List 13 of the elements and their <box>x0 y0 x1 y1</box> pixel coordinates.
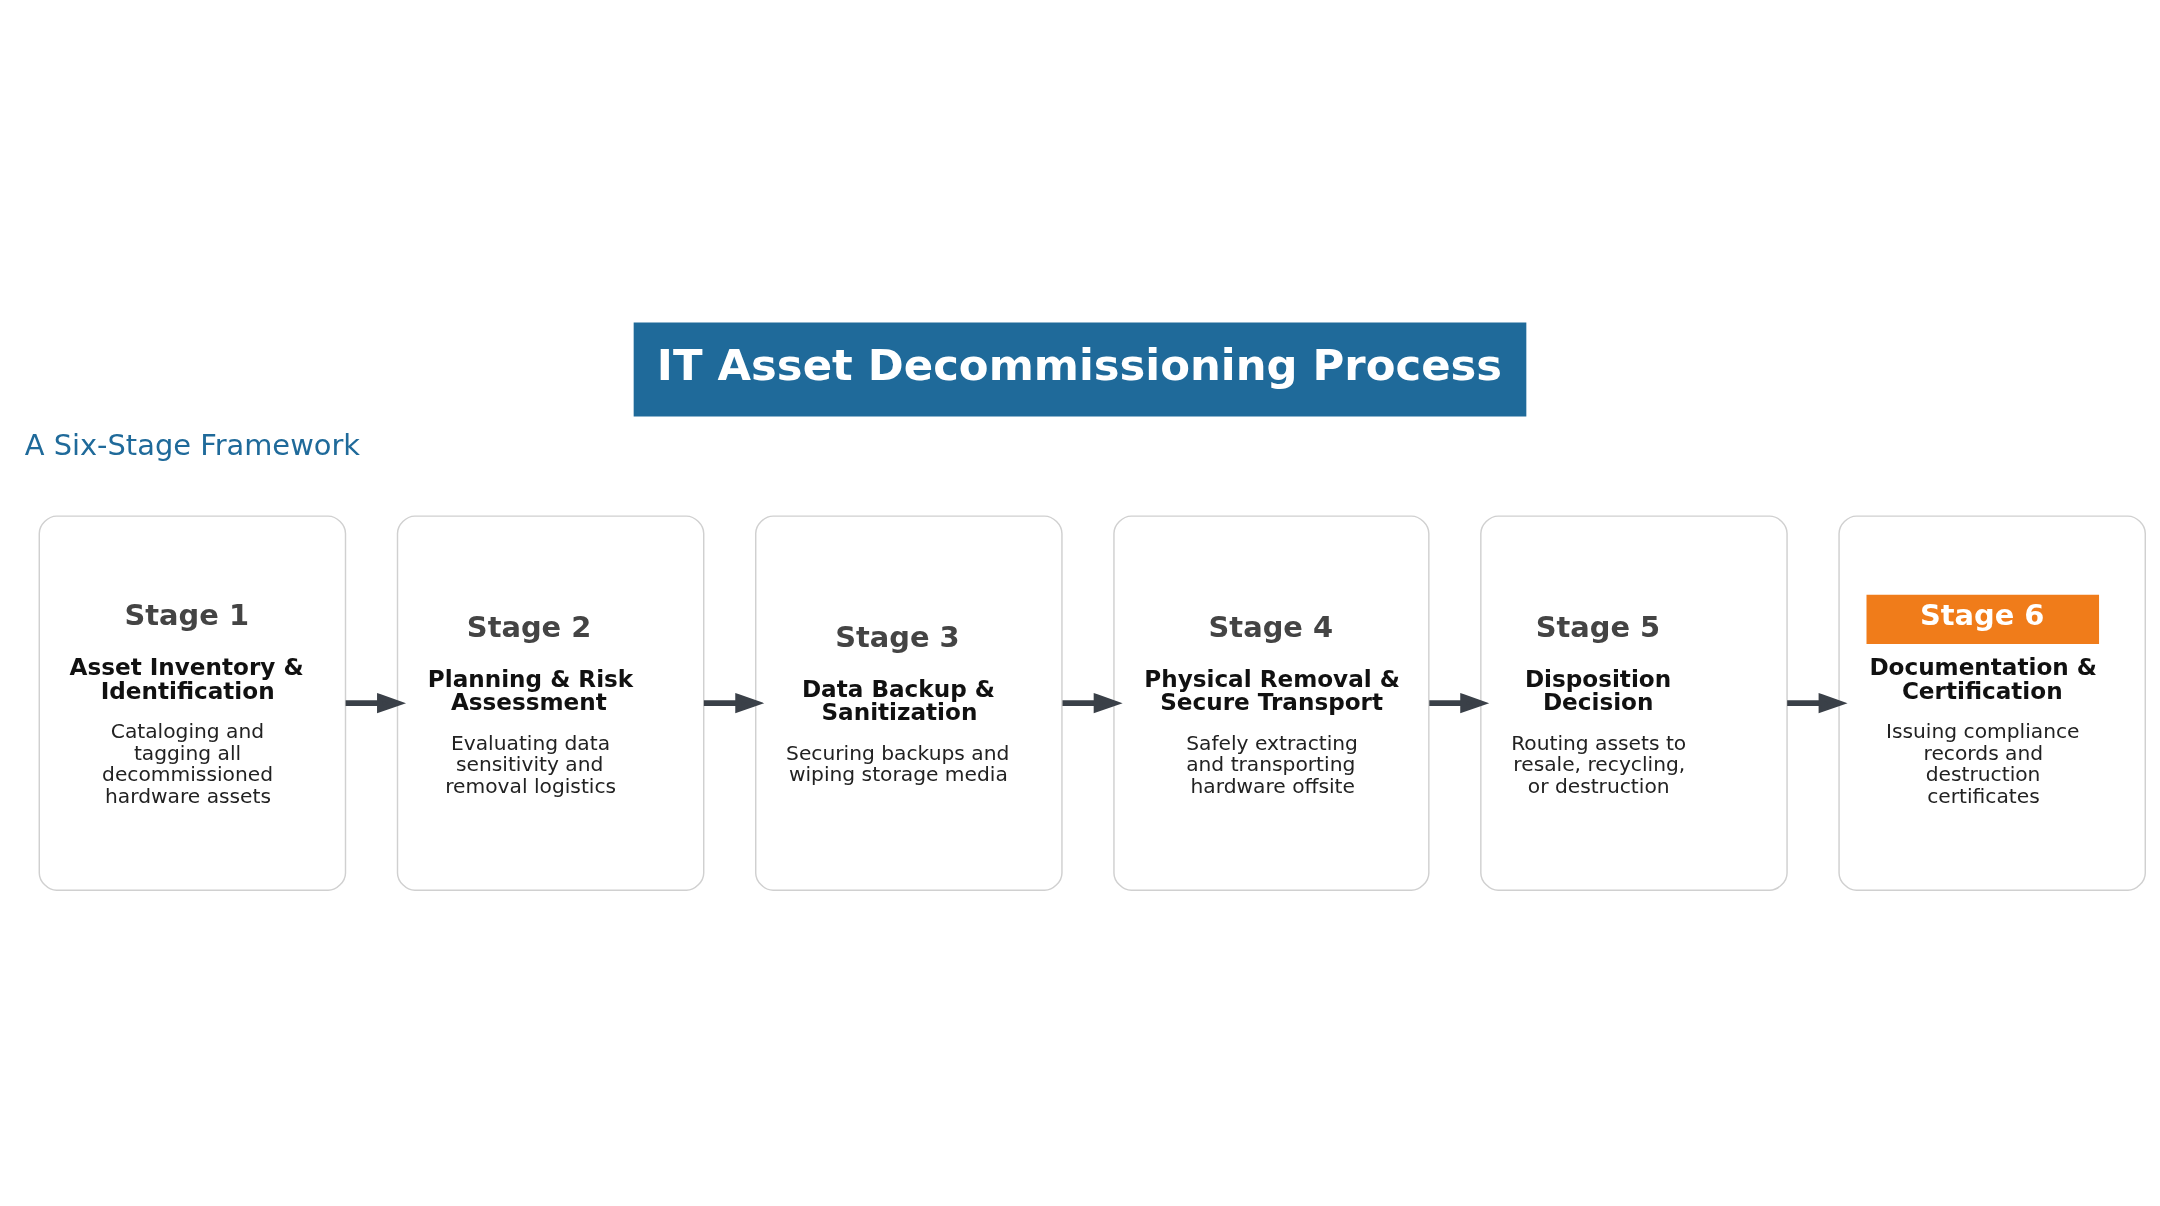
label: A Six-Stage Framework <box>24 427 361 462</box>
arrow <box>1787 692 1848 713</box>
arrow <box>703 692 765 713</box>
node-box: Stage 3 Data Backup & Sanitization Securing backups and wiping storage media <box>755 514 1063 891</box>
diagram-title: IT Asset Decommissioning Process <box>656 339 1503 390</box>
node-box: Stage 1 Asset Inventory & Identification Cataloging and tagging all decommissioned hardware assets <box>38 514 347 891</box>
node-box: Stage 6 Documentation & Certification Issuing compliance records and destruction certificates <box>1838 514 2146 891</box>
arrow <box>345 692 406 713</box>
node-box: Stage 2 Planning & Risk Assessment Evaluating data sensitivity and removal logistics <box>396 514 705 891</box>
node-box: Stage 4 Physical Removal & Secure Transport Safely extracting and transporting hardware offsite <box>1113 514 1430 891</box>
arrow <box>1062 692 1123 713</box>
arrow <box>1429 692 1490 713</box>
node-box: Stage 5 Disposition Decision Routing assets to resale, recycling, or destruction <box>1480 514 1788 891</box>
